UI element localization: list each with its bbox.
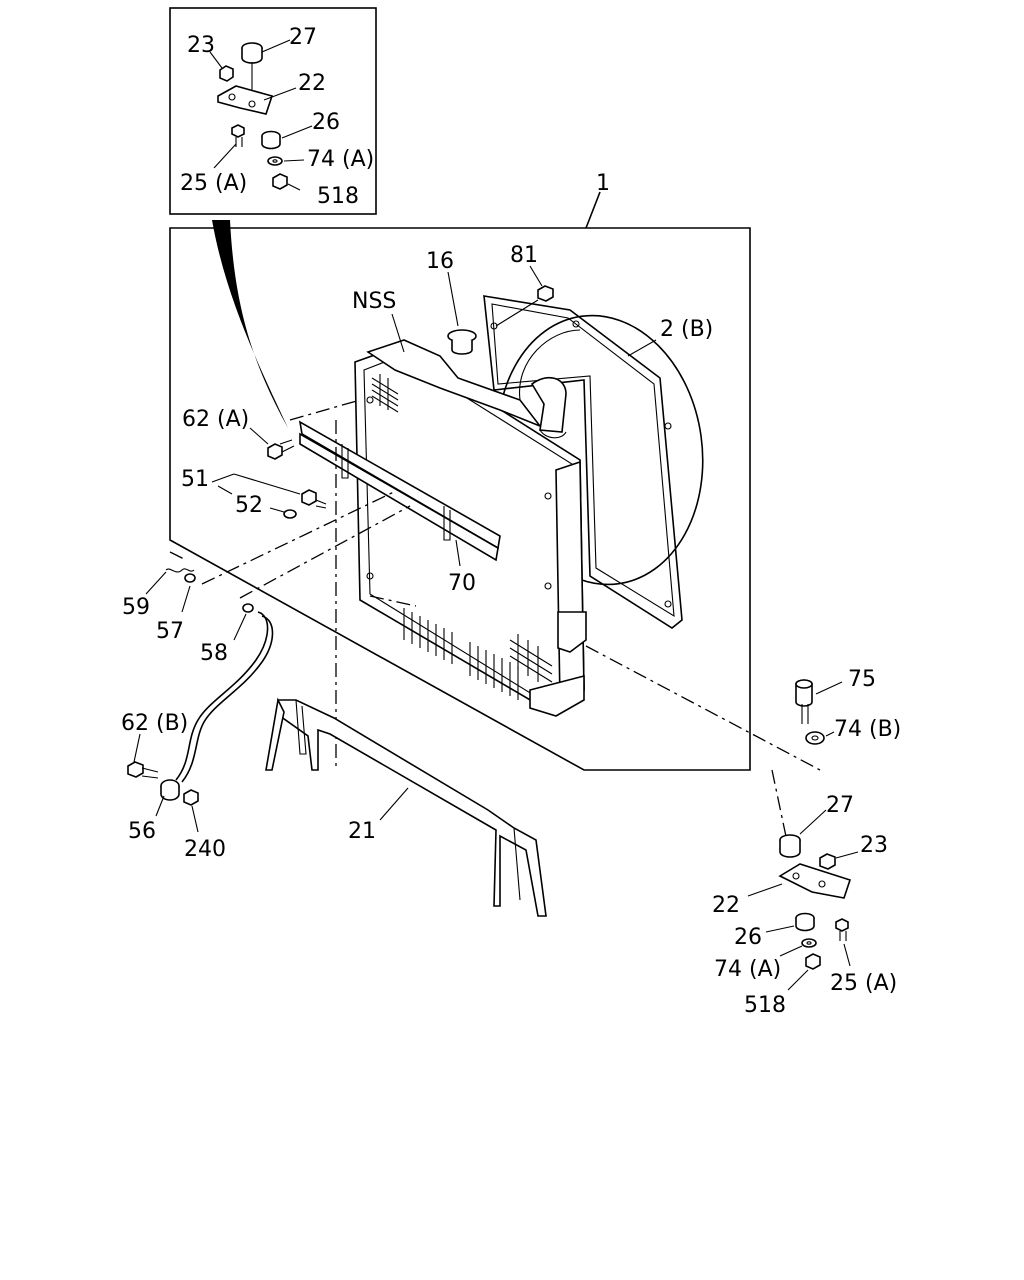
stay-bracket-70: 70 [298, 420, 501, 596]
callout-74b: 74 (B) [834, 717, 901, 742]
bolt-25a-inset [231, 124, 245, 147]
callout-240: 240 [184, 837, 226, 862]
lower-support-21: 21 [265, 697, 547, 917]
callout-52: 52 [235, 493, 263, 518]
callout-23-main: 23 [860, 833, 888, 858]
callout-26-main: 26 [734, 925, 762, 950]
bolt-62a: 62 (A) [182, 407, 295, 460]
callout-518-main: 518 [744, 993, 786, 1018]
callout-25a-main: 25 (A) [830, 971, 897, 996]
callout-nss: NSS [352, 289, 396, 314]
assembly-outline: 1 [169, 171, 751, 771]
callout-27-main: 27 [826, 793, 854, 818]
callout-51: 51 [181, 467, 209, 492]
callout-27-inset: 27 [289, 25, 317, 50]
callout-22-inset: 22 [298, 71, 326, 96]
callout-25a-inset: 25 (A) [180, 171, 247, 196]
callout-59: 59 [122, 595, 150, 620]
callout-75: 75 [848, 667, 876, 692]
nut-23-inset [219, 65, 234, 82]
callout-74a-main: 74 (A) [714, 957, 781, 982]
washer-74a-inset [267, 156, 283, 166]
bolt-81: 81 [495, 243, 554, 327]
radiator-cap: 16 [426, 249, 477, 355]
callout-62a: 62 (A) [182, 407, 249, 432]
callout-58: 58 [200, 641, 228, 666]
callout-56: 56 [128, 819, 156, 844]
drain-pipe-assembly: 58 62 (B) 56 240 [121, 603, 274, 862]
mount-detail-main: 27 23 22 26 25 (A) 74 (A) 518 [712, 793, 897, 1018]
bolt-washer-51-52: 51 52 [181, 467, 327, 519]
callout-1: 1 [596, 171, 610, 196]
callout-62b: 62 (B) [121, 711, 188, 736]
callout-74a-inset: 74 (A) [307, 147, 374, 172]
rubber-26-inset [261, 130, 281, 150]
bolt-75-washer-74b: 75 74 (B) [795, 667, 901, 745]
callout-22-main: 22 [712, 893, 740, 918]
detail-pointer-arrow [212, 220, 288, 428]
callout-23-inset: 23 [187, 33, 215, 58]
callout-16: 16 [426, 249, 454, 274]
callout-81: 81 [510, 243, 538, 268]
assembly-centerlines [169, 399, 821, 847]
callout-2b: 2 (B) [660, 317, 713, 342]
callout-57: 57 [156, 619, 184, 644]
hose-59: 59 57 [122, 568, 196, 644]
callout-26-inset: 26 [312, 110, 340, 135]
rubber-27-inset [241, 42, 263, 64]
bracket-22-inset [217, 85, 274, 115]
callout-70: 70 [448, 571, 476, 596]
callout-21: 21 [348, 819, 376, 844]
mount-detail-inset: 23 27 22 26 74 (A) 25 (A) 518 [169, 7, 377, 215]
nut-518-inset [272, 173, 288, 190]
callout-518-inset: 518 [317, 184, 359, 209]
